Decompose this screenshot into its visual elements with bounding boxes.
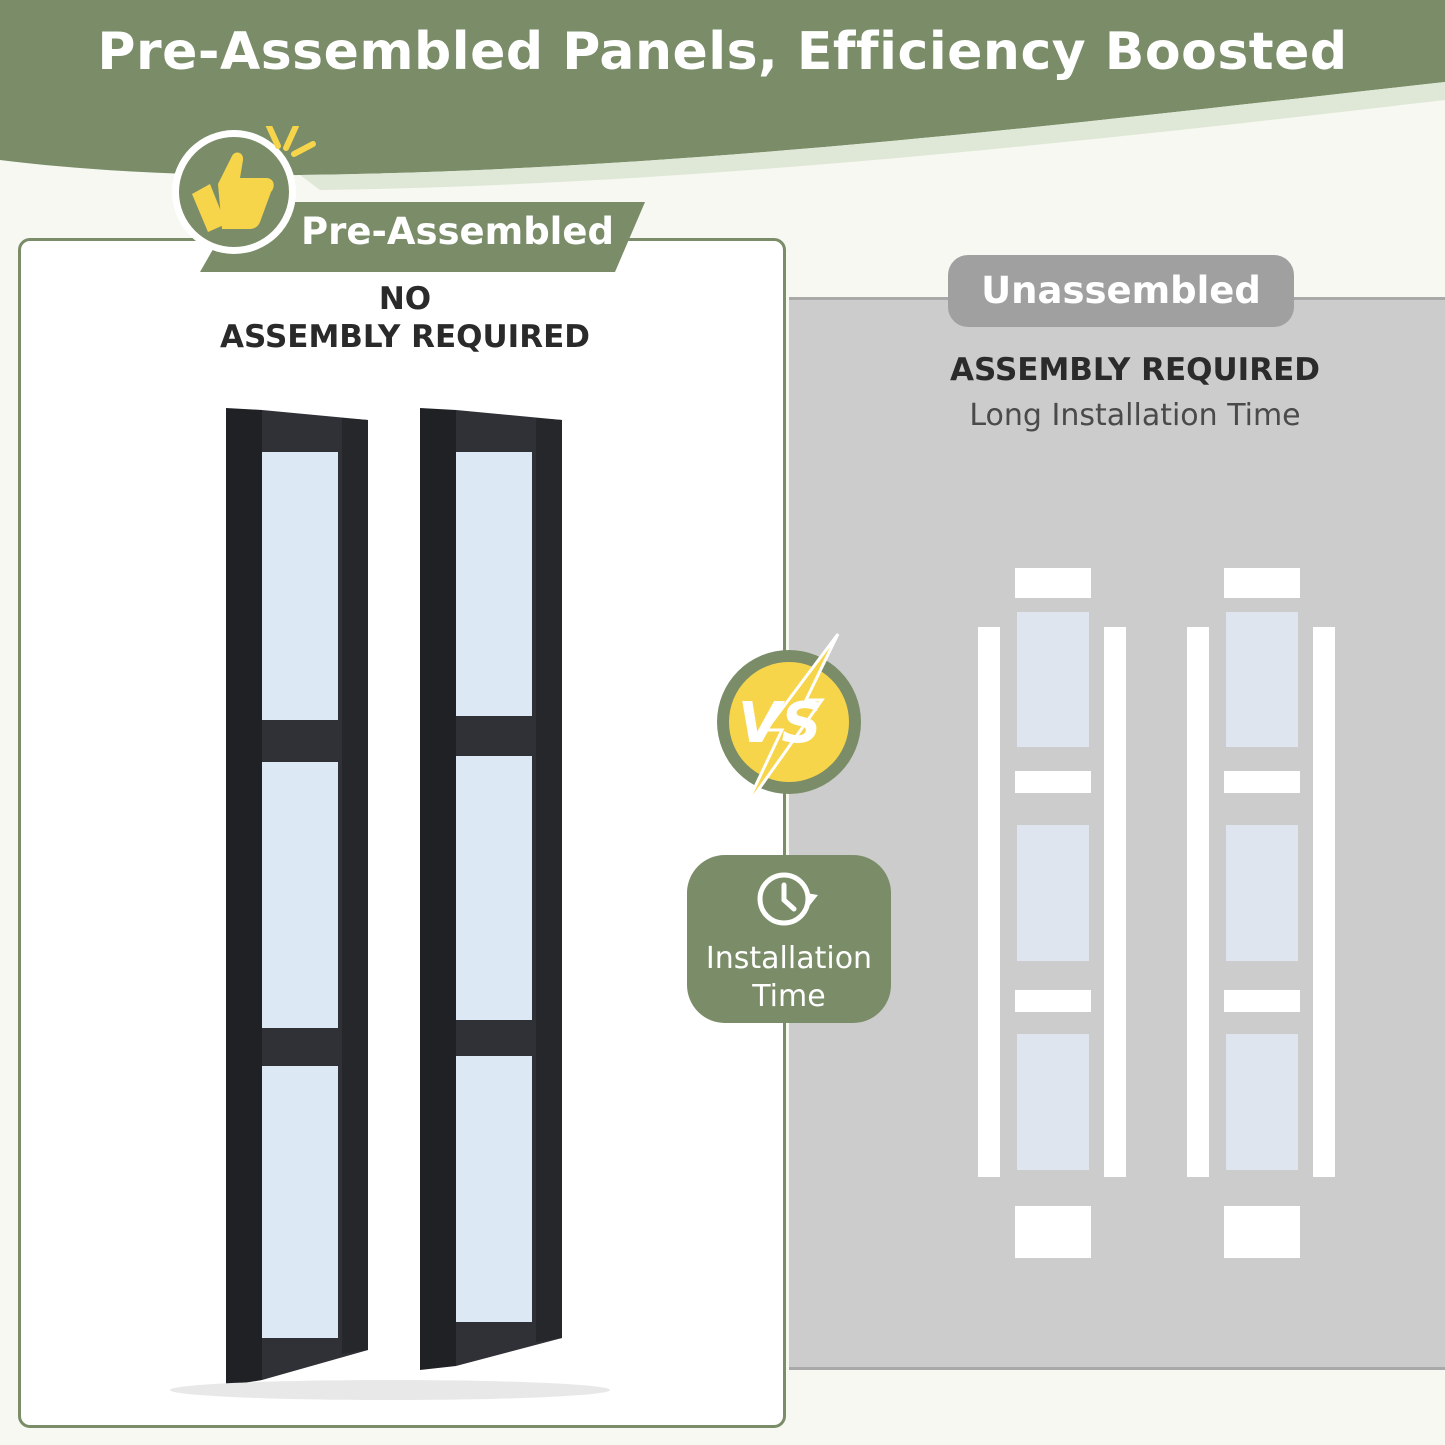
no-assembly-note: NO ASSEMBLY REQUIRED [205,280,605,356]
unassembled-set [978,568,1126,1258]
pre-assembled-ribbon [200,202,645,272]
clock-icon [757,872,818,926]
installation-time-line-2: Time [752,979,826,1014]
assembled-door [226,408,368,1386]
page-title: Pre-Assembled Panels, Efficiency Boosted [97,22,1348,82]
pre-assembled-card [18,238,786,1428]
installation-time-box [687,855,891,1023]
thumbs-up-icon [172,126,316,254]
unassembled-badge: Unassembled [948,255,1294,327]
installation-time-line-1: Installation [705,941,873,976]
unassembled-set [1187,568,1335,1258]
installation-time-note: Long Installation Time [969,398,1301,433]
no-assembly-line-1: NO [378,281,432,317]
pre-assembled-label: Pre-Assembled [301,210,614,253]
svg-text:VS: VS [738,691,822,756]
unassembled-panel [789,297,1445,1370]
header-band [0,0,1445,190]
assembly-required-note: ASSEMBLY REQUIRED [950,352,1320,388]
unassembled-parts [978,568,1335,1258]
installation-time-label: Installation Time [687,940,891,1016]
assembled-door [420,408,562,1370]
no-assembly-line-2: ASSEMBLY REQUIRED [220,319,590,355]
vs-icon: VS [717,633,861,811]
